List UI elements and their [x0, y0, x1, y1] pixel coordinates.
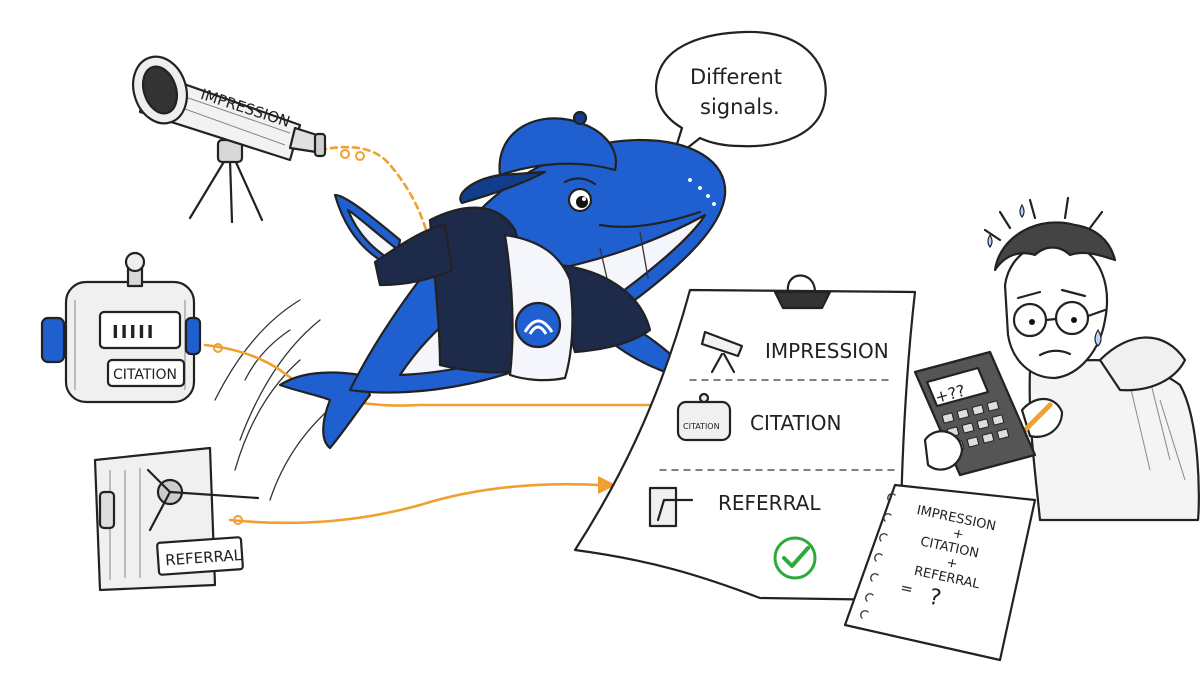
arrow-dot	[340, 149, 350, 159]
check-icon	[773, 536, 817, 580]
report-counter-icon-text: CITATION	[683, 422, 720, 431]
motion-streaks	[214, 299, 341, 501]
calculator-icon: +??	[913, 350, 1037, 477]
arrow-head-referral	[598, 476, 616, 494]
report-row-impression: IMPRESSION	[765, 339, 889, 363]
notebook-result: ?	[927, 585, 944, 612]
counter-digits: IIIII	[112, 322, 156, 343]
counter-label: CITATION	[113, 367, 177, 383]
report-telescope-icon	[700, 330, 744, 374]
notebook-equals: =	[899, 578, 915, 598]
arrow-impression	[318, 145, 432, 247]
notebook: IMPRESSION + CITATION + REFERRAL = ?	[843, 483, 1037, 662]
arrow-dot	[233, 515, 243, 525]
notebook-op2: +	[945, 555, 959, 572]
arrow-dot	[213, 343, 223, 353]
confused-person	[983, 196, 1200, 522]
arrow-dot	[355, 151, 365, 161]
speech-bubble-line2: signals.	[700, 95, 780, 119]
counter-icon: IIIII CITATION	[40, 251, 202, 404]
whale-mascot	[278, 110, 727, 450]
arrow-referral	[228, 482, 602, 525]
report-row-referral: REFERRAL	[718, 491, 821, 515]
turnstile-label: REFERRAL	[165, 546, 244, 569]
report-counter-icon: CITATION	[676, 392, 732, 442]
telescope-icon: IMPRESSION	[132, 55, 327, 224]
report-sheet: IMPRESSION CITATION CITATION REFERRAL	[573, 274, 917, 602]
notebook-op1: +	[951, 526, 965, 543]
speech-bubble: Different signals.	[654, 30, 827, 162]
turnstile-icon: REFERRAL	[93, 446, 260, 592]
notebook-spiral	[860, 493, 896, 619]
report-row-citation: CITATION	[750, 411, 841, 435]
speech-bubble-line1: Different	[690, 65, 782, 89]
report-turnstile-icon	[648, 486, 694, 528]
